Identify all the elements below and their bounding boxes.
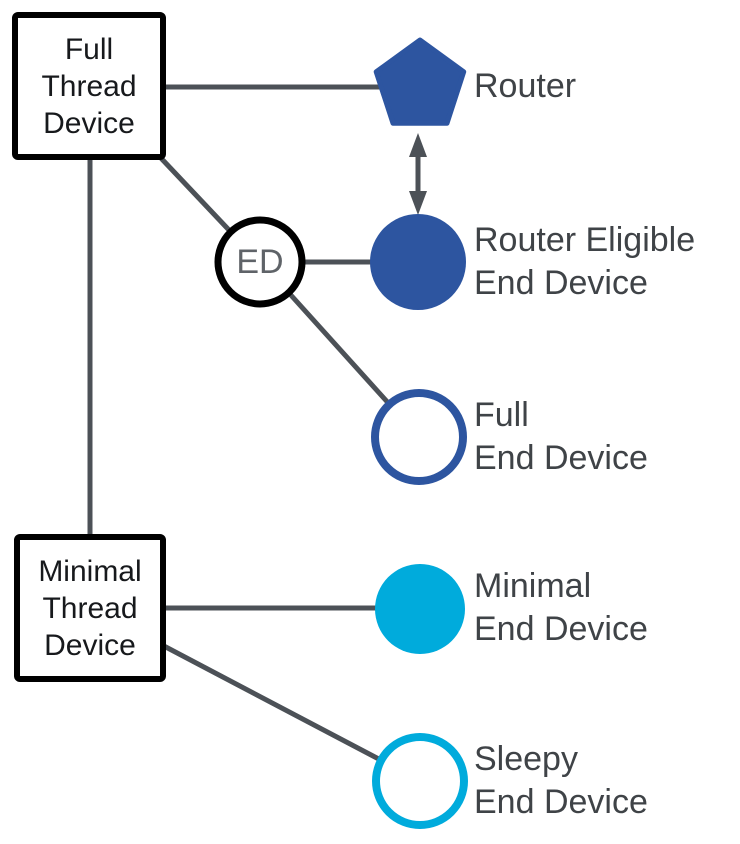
minimal-end-device-label: Minimal End Device [474, 567, 648, 648]
full-end-device-label: Full End Device [474, 396, 648, 477]
router-eligible-end-device-label: Router Eligible End Device [474, 221, 696, 302]
double-arrow-head-down [409, 191, 427, 215]
ed-circle [214, 216, 306, 308]
ed-circle-label: ED [236, 243, 284, 281]
full-thread-device-box: Full Thread Device [12, 12, 166, 160]
router-label: Router [474, 67, 577, 105]
router-eligible-end-device-circle [370, 214, 466, 310]
minimal-thread-device-box: Minimal Thread Device [14, 534, 166, 682]
router-reed-double-arrow [409, 133, 427, 215]
edge-ed-fed [287, 291, 402, 418]
full-end-device-circle [371, 389, 467, 485]
router-pentagon [373, 37, 467, 126]
sleepy-end-device-circle [372, 733, 468, 829]
minimal-end-device-circle [375, 564, 465, 654]
sleepy-end-device-label: Sleepy End Device [474, 740, 648, 821]
double-arrow-head-up [409, 133, 427, 157]
edge-mtd-sed [160, 642, 394, 769]
